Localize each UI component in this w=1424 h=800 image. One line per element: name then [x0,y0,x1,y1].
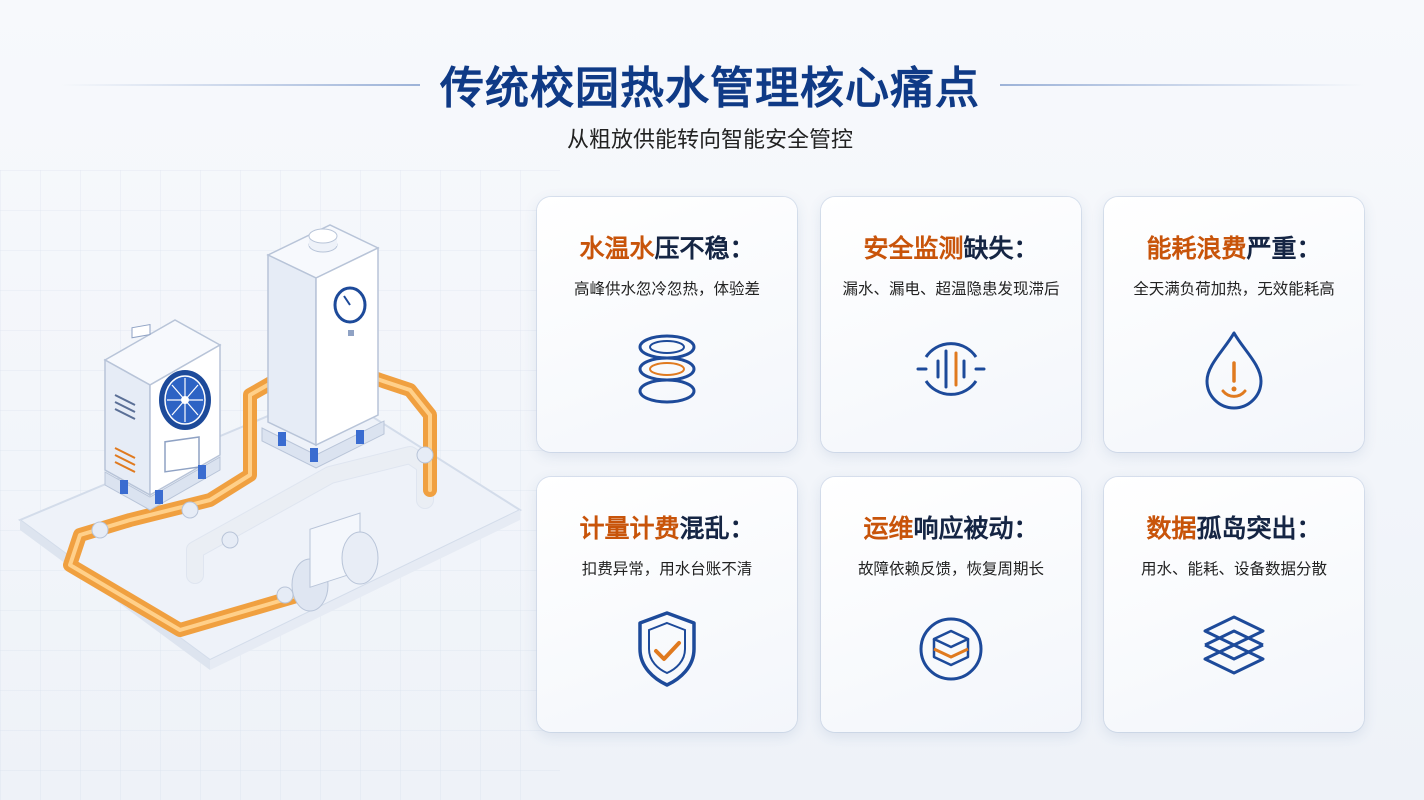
card-desc: 用水、能耗、设备数据分散 [1140,560,1327,578]
pain-point-cards: 水温水压不稳： 高峰供水忽冷忽热，体验差 安全监测缺失： 漏水、漏电、超温隐患发… [537,197,1367,732]
water-drop-alert-icon [1205,331,1263,410]
card-desc: 扣费异常，用水台账不清 [581,560,753,578]
water-heater-tower [261,224,385,469]
card-title: 能耗浪费严重： [1146,234,1322,263]
card-safety-monitoring: 安全监测缺失： 漏水、漏电、超温隐患发现滞后 [821,197,1081,452]
card-title: 水温水压不稳： [579,234,755,263]
card-title: 运维响应被动： [863,514,1039,543]
card-title: 安全监测缺失： [863,234,1039,263]
water-heater-illustration [17,224,523,670]
card-desc: 故障依赖反馈，恢复周期长 [857,560,1044,578]
card-title: 计量计费混乱： [579,514,755,543]
layers-icon [1203,615,1265,675]
card-metering-billing: 计量计费混乱： 扣费异常，用水台账不清 [537,477,797,732]
title-line-left [60,84,420,86]
stacked-rings-icon [638,334,696,404]
card-desc: 高峰供水忽冷忽热，体验差 [573,280,760,298]
page-subtitle: 从粗放供能转向智能安全管控 [566,128,853,153]
shield-check-icon [638,611,696,687]
title-line-right [1000,84,1365,86]
card-desc: 漏水、漏电、超温隐患发现滞后 [842,280,1060,298]
card-title: 数据孤岛突出： [1146,514,1322,543]
header: 传统校园热水管理核心痛点 从粗放供能转向智能安全管控 [0,0,1424,170]
card-water-temp-pressure: 水温水压不稳： 高峰供水忽冷忽热，体验差 [537,197,797,452]
card-desc: 全天满负荷加热，无效能耗高 [1133,280,1335,298]
card-data-silos: 数据孤岛突出： 用水、能耗、设备数据分散 [1104,477,1364,732]
water-tank [291,512,379,612]
heat-pump-unit [103,319,222,511]
card-maintenance-response: 运维响应被动： 故障依赖反馈，恢复周期长 [821,477,1081,732]
card-energy-waste: 能耗浪费严重： 全天满负荷加热，无效能耗高 [1104,197,1364,452]
box-circle-icon [919,617,983,681]
signal-wave-icon [916,342,986,396]
page-title: 传统校园热水管理核心痛点 [440,63,980,114]
